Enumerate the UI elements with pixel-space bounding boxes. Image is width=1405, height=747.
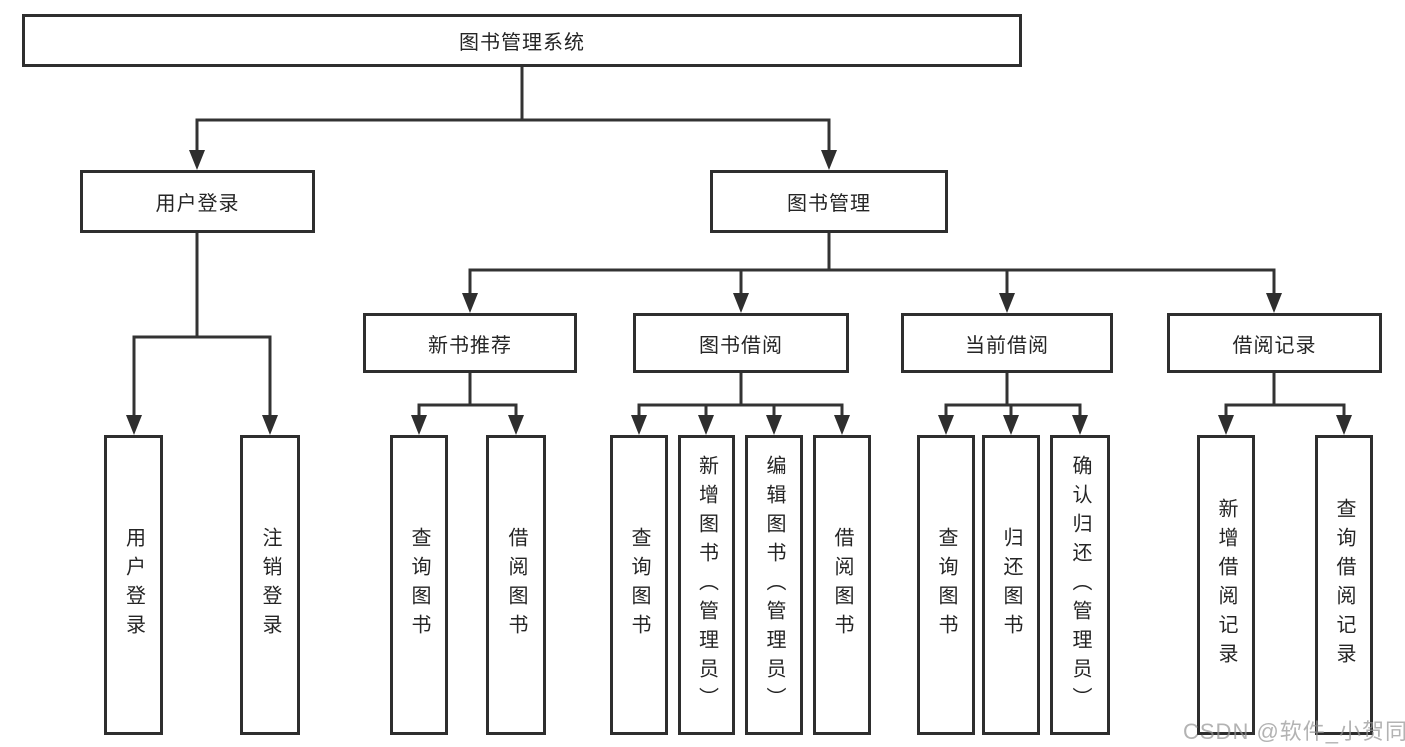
node-leaf-query-books-recommend: 查询图书: [390, 435, 448, 735]
node-leaf-logout: 注销登录: [240, 435, 300, 735]
node-book-borrow: 图书借阅: [633, 313, 849, 373]
node-label: 图书借阅: [699, 334, 783, 357]
csdn-watermark: CSDN @软件_小贺同学: [1183, 719, 1405, 744]
node-book-management: 图书管理: [710, 170, 948, 233]
node-leaf-add-borrow-record: 新增借阅记录: [1197, 435, 1255, 735]
node-label: 新增借阅记录: [1215, 498, 1237, 672]
node-leaf-borrow-books-recommend: 借阅图书: [486, 435, 546, 735]
connector-strokes: [132, 67, 1346, 417]
node-leaf-query-books-current: 查询图书: [917, 435, 975, 735]
node-leaf-confirm-return-admin: 确认归还（管理员）: [1050, 435, 1110, 735]
node-label: 新增图书（管理员）: [695, 454, 718, 716]
node-label: 当前借阅: [965, 334, 1049, 357]
node-label: 用户登录: [122, 527, 145, 643]
node-label: 借阅记录: [1232, 334, 1317, 357]
node-label: 查询借阅记录: [1333, 498, 1355, 672]
node-label: 注销登录: [259, 527, 281, 643]
node-label: 用户登录: [155, 193, 240, 215]
node-leaf-return-book: 归还图书: [982, 435, 1040, 735]
node-label: 图书管理: [787, 193, 871, 215]
node-leaf-edit-book-admin: 编辑图书（管理员）: [745, 435, 803, 735]
node-leaf-query-borrow-record: 查询借阅记录: [1315, 435, 1373, 735]
node-borrow-records: 借阅记录: [1167, 313, 1382, 373]
node-label: 查询图书: [935, 527, 957, 643]
node-label: 查询图书: [408, 527, 430, 643]
node-label: 查询图书: [628, 527, 650, 643]
node-label: 图书管理系统: [459, 32, 585, 54]
node-label: 新书推荐: [428, 334, 512, 357]
node-label: 确认归还（管理员）: [1069, 454, 1091, 716]
node-label: 借阅图书: [505, 527, 527, 643]
node-current-borrow: 当前借阅: [901, 313, 1113, 373]
node-root: 图书管理系统: [22, 14, 1022, 67]
node-user-login: 用户登录: [80, 170, 315, 233]
arrowheads: [126, 150, 1352, 435]
node-label: 归还图书: [1000, 527, 1022, 643]
node-label: 编辑图书（管理员）: [763, 454, 785, 716]
node-leaf-query-books-borrow: 查询图书: [610, 435, 668, 735]
node-leaf-user-login: 用户登录: [104, 435, 163, 735]
node-leaf-add-book-admin: 新增图书（管理员）: [678, 435, 735, 735]
node-label: 借阅图书: [831, 527, 853, 643]
node-leaf-borrow-books-borrow: 借阅图书: [813, 435, 871, 735]
node-new-book-recommend: 新书推荐: [363, 313, 577, 373]
